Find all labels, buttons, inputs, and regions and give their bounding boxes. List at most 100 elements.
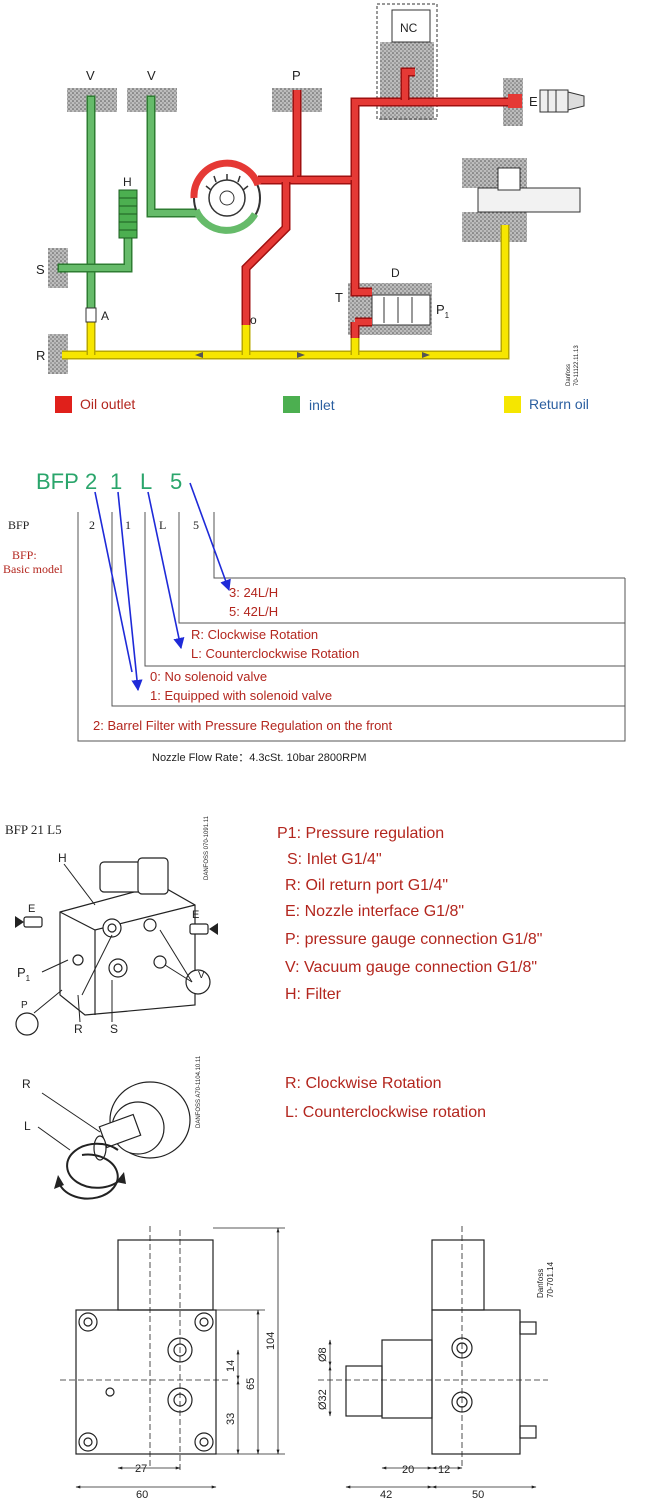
model-code-section: BFP 2 1 L 5 BFP 2 1 L 5 BFP: Basic model… [3, 469, 626, 764]
dim-20: 20 [402, 1464, 414, 1476]
dim-12: 12 [438, 1464, 450, 1476]
dim-27: 27 [135, 1463, 147, 1475]
code-row-1: 1 [125, 518, 131, 532]
code-heading-1: 1 [110, 469, 122, 494]
shaft [477, 187, 581, 213]
label-h: H [123, 175, 132, 189]
solenoid-option-1: 1: Equipped with solenoid valve [150, 688, 332, 703]
port-block-r [48, 334, 68, 374]
pump-legend-v: V: Vacuum gauge connection G1/8" [285, 959, 537, 976]
pump-label-e-left: E [28, 903, 35, 915]
code-row-5: 5 [193, 518, 199, 532]
legend-return-label: Return oil [529, 396, 589, 412]
pump-legend-r: R: Oil return port G1/4" [285, 877, 448, 894]
side-dimension-lines [328, 1339, 537, 1489]
pump-legend-h: H: Filter [285, 986, 342, 1003]
dim-d32: Ø32 [317, 1389, 329, 1410]
legend-outlet-label: Oil outlet [80, 396, 135, 412]
pump-isometric [15, 857, 211, 1036]
dim-60: 60 [136, 1489, 148, 1500]
dim-50: 50 [472, 1489, 484, 1500]
nc-coil [391, 9, 431, 43]
label-nc: NC [400, 21, 418, 35]
pump-legend-p: P: pressure gauge connection G1/8" [285, 931, 542, 948]
shaft-housing-bottom [462, 212, 527, 242]
label-v1: V [86, 68, 95, 83]
nozzle-port [508, 94, 522, 108]
side-dimension-drawing [318, 1226, 548, 1468]
label-s: S [36, 262, 45, 277]
rotation-label-l: L [24, 1119, 31, 1133]
front-dimension-lines [75, 1227, 285, 1489]
regulator-spool [371, 294, 431, 326]
pump-leaders [33, 863, 193, 1023]
pump-label-h: H [58, 851, 67, 865]
pump-label-r: R [74, 1022, 83, 1036]
pump-stamp: DANFOSS 070-1091.11 [204, 815, 210, 880]
code-heading-5: 5 [170, 469, 182, 494]
basic-model-line2: Basic model [3, 562, 63, 576]
legend-swatch-outlet [55, 396, 72, 413]
nc-valve-frame [376, 3, 438, 120]
label-e: E [529, 94, 538, 109]
outlet-lines [241, 67, 510, 350]
code-row-l: L [159, 518, 166, 532]
rotation-label-r: R [22, 1077, 31, 1091]
bypass-plug-a [85, 307, 97, 323]
legend-swatch-inlet [283, 396, 300, 413]
stamp-line1: Danfoss [566, 364, 572, 386]
rotation-option-r: R: Clockwise Rotation [191, 627, 318, 642]
pump-label-e-right: E [192, 909, 199, 921]
basic-model-line1: BFP: [12, 548, 37, 562]
pump-title: BFP 21 L5 [5, 822, 62, 837]
rotation-option-l: L: Counterclockwise Rotation [191, 646, 359, 661]
pump-label-p: P [21, 1000, 28, 1011]
label-o: o [250, 313, 257, 327]
pump-label-v: V [198, 970, 205, 981]
pump-label-s: S [110, 1022, 118, 1036]
code-arrows [94, 482, 231, 692]
legend-swatch-return [504, 396, 521, 413]
rotation-view-section: R L DANFOSS A70-1104.10.11 R: Clockwise … [22, 1055, 486, 1200]
pump-legend-p1: P1: Pressure regulation [277, 825, 444, 842]
bearing [497, 167, 521, 191]
flow-option-3: 3: 24L/H [229, 585, 278, 600]
code-heading-l: L [140, 469, 152, 494]
stamp-line2: 70-11122.11.13 [574, 345, 580, 386]
dim-d8: Ø8 [317, 1347, 329, 1362]
pump-view-section: BFP 21 L5 [5, 815, 542, 1036]
dim-33: 33 [225, 1413, 237, 1425]
dim-14: 14 [225, 1360, 237, 1372]
flow-option-5: 5: 42L/H [229, 604, 278, 619]
front-dimension-drawing [60, 1226, 228, 1470]
code-heading-bfp: BFP [36, 469, 79, 494]
gear-pump [190, 159, 262, 234]
label-d: D [391, 266, 400, 280]
pump-legend-e: E: Nozzle interface G1/8" [285, 903, 464, 920]
code-tree-lines [77, 512, 626, 742]
dim-42: 42 [380, 1489, 392, 1500]
rotation-legend-l: L: Counterclockwise rotation [285, 1104, 486, 1121]
nozzle-body [539, 89, 569, 113]
label-t: T [335, 290, 343, 305]
code-row-2: 2 [89, 518, 95, 532]
return-lines [62, 225, 510, 360]
rotation-stamp: DANFOSS A70-1104.10.11 [196, 1055, 202, 1128]
nozzle-flow-note: Nozzle Flow Rate：4.3cSt. 10bar 2800RPM [152, 752, 367, 764]
label-a: A [101, 309, 109, 323]
label-p1: P1 [436, 302, 450, 320]
label-p: P [292, 68, 301, 83]
rotation-legend-r: R: Clockwise Rotation [285, 1075, 442, 1092]
filter-option-2: 2: Barrel Filter with Pressure Regulatio… [93, 718, 393, 733]
hydraulic-diagram [48, 3, 585, 413]
dim-stamp-1: Danfoss [536, 1269, 545, 1298]
dim-65: 65 [245, 1378, 257, 1390]
code-heading-2: 2 [85, 469, 97, 494]
legend-inlet-label: inlet [309, 397, 335, 413]
label-r: R [36, 348, 45, 363]
solenoid-option-0: 0: No solenoid valve [150, 669, 267, 684]
dim-104: 104 [265, 1332, 277, 1350]
pump-label-p1: P1 [17, 965, 31, 983]
dim-stamp-2: 70-701.14 [546, 1261, 555, 1298]
